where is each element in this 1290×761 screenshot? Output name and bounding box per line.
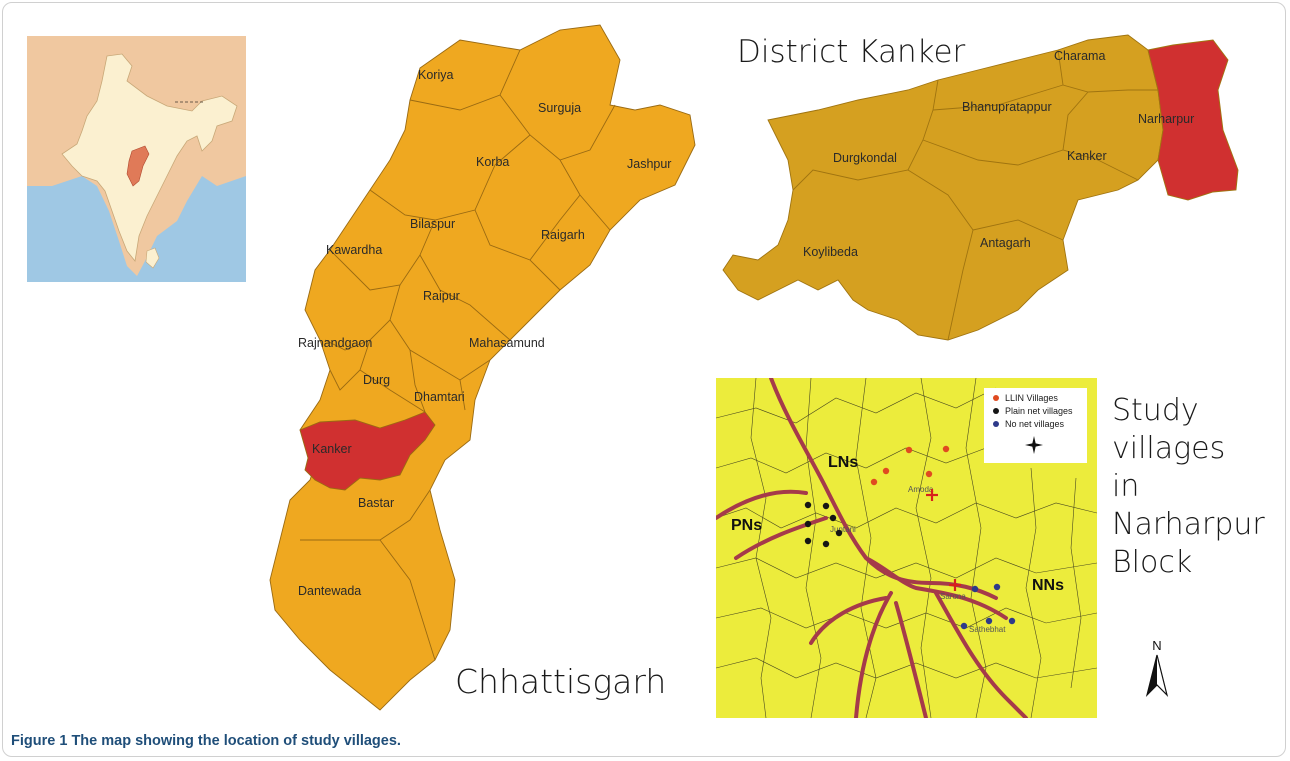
district-label-surguja: Surguja — [538, 101, 581, 115]
village-marker — [822, 502, 830, 510]
block-boundaries — [792, 49, 1158, 341]
india-inset-map — [27, 36, 246, 282]
village-marker — [870, 478, 878, 486]
legend-llin-marker — [993, 395, 999, 401]
group-label-lns: LNs — [828, 454, 858, 471]
district-label-jashpur: Jashpur — [627, 157, 671, 171]
legend-none-label: No net villages — [1005, 419, 1065, 429]
village-marker — [804, 501, 812, 509]
study-title-line: Study — [1112, 393, 1199, 428]
study-centers — [926, 489, 961, 591]
place-label-amoda: Amoda — [908, 485, 934, 494]
chhattisgarh-outline — [269, 24, 696, 711]
llin-villages — [870, 445, 950, 486]
district-label-bilaspur: Bilaspur — [410, 217, 455, 231]
district-label-koriya: Koriya — [418, 68, 453, 82]
village-marker — [829, 514, 837, 522]
village-marker — [882, 467, 890, 475]
district-label-dantewada: Dantewada — [298, 584, 361, 598]
inset-india — [61, 53, 238, 262]
legend-plain-marker — [993, 408, 999, 414]
kanker-district-title: District Kanker — [737, 34, 966, 70]
district-label-raigarh: Raigarh — [541, 228, 585, 242]
study-title-line: Block — [1112, 545, 1193, 580]
district-label-durg: Durg — [363, 373, 390, 387]
chhattisgarh-state — [269, 24, 696, 711]
block-label-bhanupratappur: Bhanupratappur — [962, 100, 1052, 114]
kanker-district-outline — [722, 34, 1164, 341]
figure-caption: Figure 1 The map showing the location of… — [11, 733, 401, 749]
village-marker — [985, 617, 993, 625]
district-label-dhamtari: Dhamtari — [414, 390, 465, 404]
place-label-sarona: Sarona — [940, 592, 966, 601]
study-title-line: Narharpur — [1112, 507, 1265, 542]
village-marker — [835, 529, 843, 537]
district-label-korba: Korba — [476, 155, 509, 169]
legend-none-marker — [993, 421, 999, 427]
village-marker — [942, 445, 950, 453]
compass-rose-icon — [1025, 436, 1043, 454]
legend: LLIN Villages Plain net villages No net … — [993, 393, 1073, 454]
rivers — [716, 378, 1028, 718]
district-label-bastar: Bastar — [358, 496, 394, 510]
plain-net-villages — [804, 501, 843, 548]
inset-chhattisgarh-highlight — [126, 145, 150, 187]
kanker-district-highlight — [299, 411, 436, 491]
study-villages-title: Study villages in Narharpur Block — [1112, 392, 1287, 582]
village-marker — [925, 470, 933, 478]
block-label-antagarh: Antagarh — [980, 236, 1031, 250]
village-marker — [971, 585, 979, 593]
chhattisgarh-title: Chhattisgarh — [455, 662, 667, 701]
village-marker — [822, 540, 830, 548]
block-label-koylibeda: Koylibeda — [803, 245, 858, 259]
caption-label: Figure 1 — [11, 733, 68, 749]
chhattisgarh-map: Koriya Surguja Jashpur Korba Bilaspur Ra… — [269, 24, 696, 711]
narharpur-block-highlight — [1147, 39, 1239, 201]
inset-sri-lanka — [145, 247, 160, 269]
district-label-kanker: Kanker — [312, 442, 352, 456]
place-label-sathebhat: Sathebhat — [969, 625, 1006, 634]
block-label-charama: Charama — [1054, 49, 1105, 63]
place-label-juntani: Juntani — [830, 525, 856, 534]
district-label-rajnandgaon: Rajnandgaon — [298, 336, 372, 350]
village-marker — [993, 583, 1001, 591]
no-net-villages — [960, 583, 1016, 630]
block-label-durgkondal: Durgkondal — [833, 151, 897, 165]
block-label-narharpur: Narharpur — [1138, 112, 1194, 126]
group-label-nns: NNs — [1032, 577, 1064, 594]
north-label: N — [1152, 638, 1162, 653]
study-title-line: in — [1112, 469, 1140, 504]
legend-llin-label: LLIN Villages — [1005, 393, 1058, 403]
legend-plain-label: Plain net villages — [1005, 406, 1073, 416]
district-label-mahasamund: Mahasamund — [469, 336, 545, 350]
district-label-raipur: Raipur — [423, 289, 460, 303]
inset-sea — [27, 176, 246, 282]
caption-text: The map showing the location of study vi… — [71, 733, 401, 749]
village-marker — [804, 520, 812, 528]
group-label-pns: PNs — [731, 517, 762, 534]
study-title-line: villages — [1112, 431, 1226, 466]
north-arrow: N — [1145, 638, 1169, 702]
district-boundaries — [300, 49, 616, 661]
cross-marker-icon — [926, 489, 938, 501]
kanker-district-map: Charama Narharpur Bhanupratappur Durgkon… — [722, 34, 1239, 341]
block-label-kanker: Kanker — [1067, 149, 1107, 163]
district-label-kawardha: Kawardha — [326, 243, 382, 257]
cross-marker-icon — [949, 579, 961, 591]
narharpur-block-map: LLIN Villages Plain net villages No net … — [716, 378, 1097, 718]
north-arrow-icon — [1145, 654, 1169, 697]
legend-box — [984, 388, 1087, 463]
village-marker — [960, 622, 968, 630]
village-boundaries — [716, 378, 1097, 718]
village-marker — [1008, 617, 1016, 625]
village-marker — [804, 537, 812, 545]
village-marker — [905, 446, 913, 454]
